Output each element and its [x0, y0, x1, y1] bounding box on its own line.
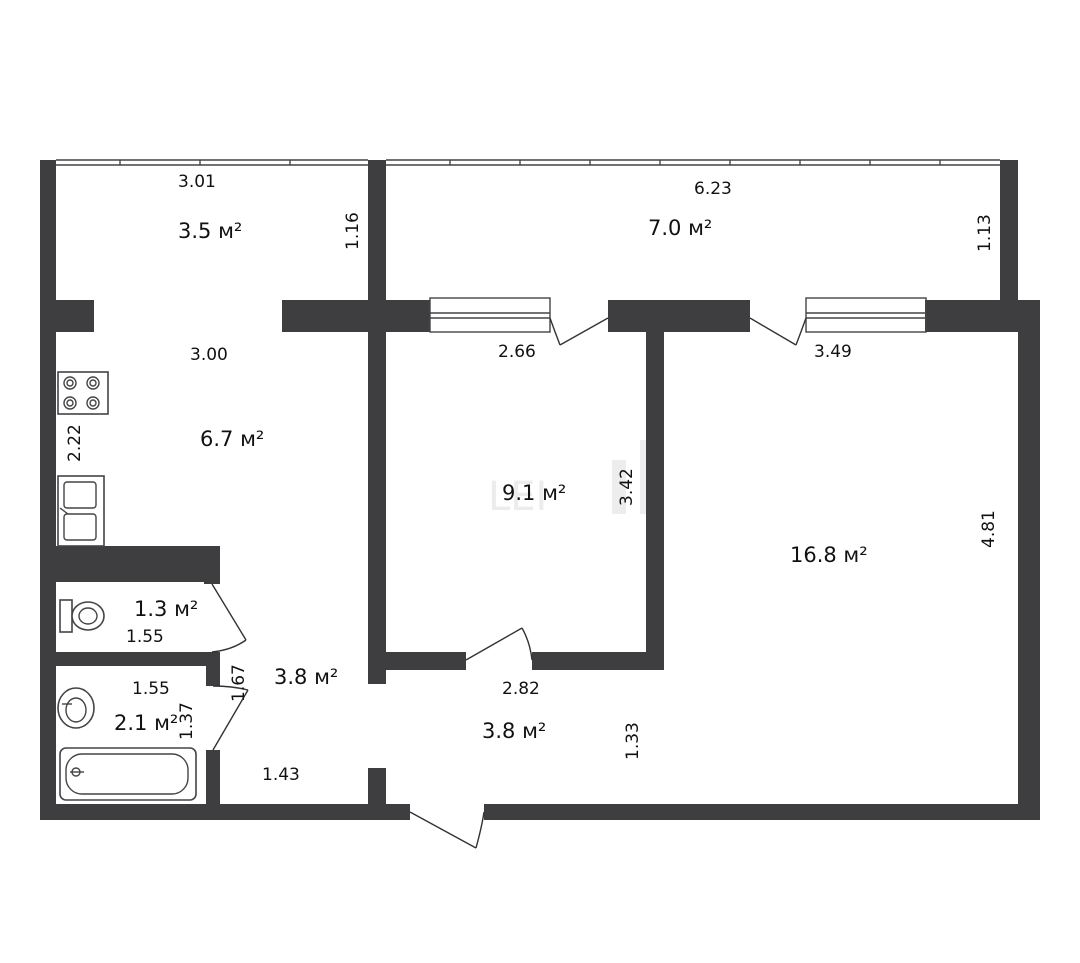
dim-balcony-right-width: 6.23	[694, 179, 732, 199]
doors	[211, 317, 807, 849]
washbasin-icon	[57, 687, 95, 729]
balcony-railings	[56, 159, 1000, 166]
dim-bedroom-width: 2.66	[498, 342, 536, 362]
area-label-balcony-right: 7.0 м²	[648, 216, 712, 240]
dim-bedroom-depth: 3.42	[617, 468, 637, 506]
dim-living-width: 3.49	[814, 342, 852, 362]
dim-balcony-right-depth: 1.13	[975, 214, 995, 252]
dim-hall-left-depth: 1.67	[229, 664, 249, 702]
area-label-toilet: 1.3 м²	[134, 597, 198, 621]
dim-balcony-left-width: 3.01	[178, 172, 216, 192]
area-label-balcony-left: 3.5 м²	[178, 219, 242, 243]
area-label-living-room: 16.8 м²	[790, 543, 868, 567]
toilet-icon	[59, 599, 105, 633]
dim-bathroom-depth: 1.37	[177, 702, 197, 740]
dim-hall-center-depth: 1.33	[623, 722, 643, 760]
dim-toilet-width: 1.55	[126, 627, 164, 647]
watermark-mark	[612, 460, 626, 514]
area-label-kitchen: 6.7 м²	[200, 427, 264, 451]
dim-bathroom-width: 1.55	[132, 679, 170, 699]
windows	[429, 297, 927, 333]
dim-hall-left-width: 1.43	[262, 765, 300, 785]
dim-hall-center-width: 2.82	[502, 679, 540, 699]
dim-kitchen-width: 3.00	[190, 345, 228, 365]
walls	[40, 160, 1040, 820]
area-label-hall-center: 3.8 м²	[482, 719, 546, 743]
stove-icon	[57, 371, 109, 415]
watermark-text: LEI	[488, 474, 547, 520]
area-label-bedroom: 9.1 м²	[502, 481, 566, 505]
area-label-hall-left: 3.8 м²	[274, 665, 338, 689]
dim-balcony-left-depth: 1.16	[343, 212, 363, 250]
dim-kitchen-depth: 2.22	[65, 424, 85, 462]
area-label-bathroom: 2.1 м²	[114, 711, 178, 735]
bathtub-icon	[59, 747, 197, 801]
dim-living-depth: 4.81	[979, 510, 999, 548]
kitchen-sink-icon	[57, 475, 105, 547]
